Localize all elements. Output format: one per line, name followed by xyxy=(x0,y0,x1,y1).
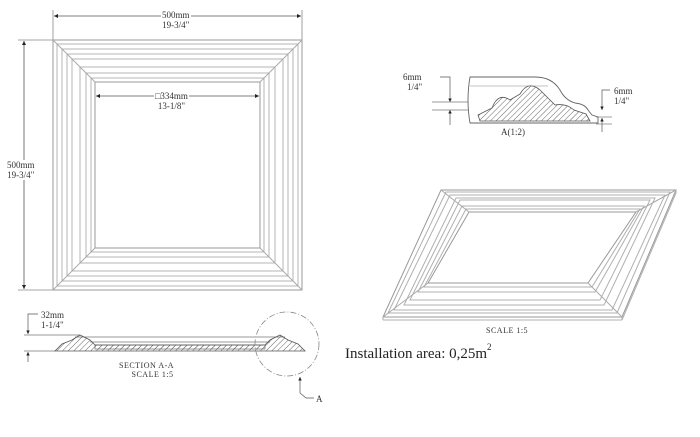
section-callout-letter: A xyxy=(316,394,323,404)
inner-dim-imperial: 13-1/8" xyxy=(157,101,186,111)
detail-a-right-metric: 6mm xyxy=(614,86,633,96)
section-height-metric: 32mm xyxy=(41,310,65,320)
detail-a-left-dim-label: 6mm 1/4" xyxy=(402,72,423,92)
section-height-imperial: 1-1/4" xyxy=(41,320,64,330)
perspective-scale-caption: SCALE 1:5 xyxy=(485,326,530,336)
perspective-view xyxy=(382,189,677,321)
installation-area-text: Installation area: 0,25m xyxy=(345,346,488,362)
front-view xyxy=(18,10,303,291)
detail-a-left-imperial: 1/4" xyxy=(407,82,423,92)
detail-a-caption: A(1:2) xyxy=(500,127,526,137)
front-width-imperial: 19-3/4" xyxy=(162,20,190,30)
front-width-dim-label: 500mm 19-3/4" xyxy=(161,10,191,30)
section-title-text: SECTION A-A xyxy=(119,361,175,370)
detail-a-right-imperial: 1/4" xyxy=(614,96,630,106)
detail-a-left-metric: 6mm xyxy=(403,72,422,82)
section-title: SECTION A-A SCALE 1:5 xyxy=(118,361,176,379)
section-height-dim-label: 32mm 1-1/4" xyxy=(40,310,65,330)
section-a-a xyxy=(24,311,320,399)
inner-dim-metric: □334mm xyxy=(155,91,188,101)
installation-area-label: Installation area: 0,25m2 xyxy=(345,342,492,363)
front-height-metric: 500mm xyxy=(7,160,35,170)
section-scale-text: SCALE 1:5 xyxy=(131,370,174,379)
front-height-imperial: 19-3/4" xyxy=(7,170,35,180)
inner-dim-label: □334mm 13-1/8" xyxy=(154,91,189,111)
detail-a-right-dim-label: 6mm 1/4" xyxy=(613,86,634,106)
front-width-metric: 500mm xyxy=(162,10,190,20)
front-height-dim-label: 500mm 19-3/4" xyxy=(6,160,36,180)
detail-a-profile xyxy=(432,76,612,132)
installation-area-exponent: 2 xyxy=(487,342,492,352)
